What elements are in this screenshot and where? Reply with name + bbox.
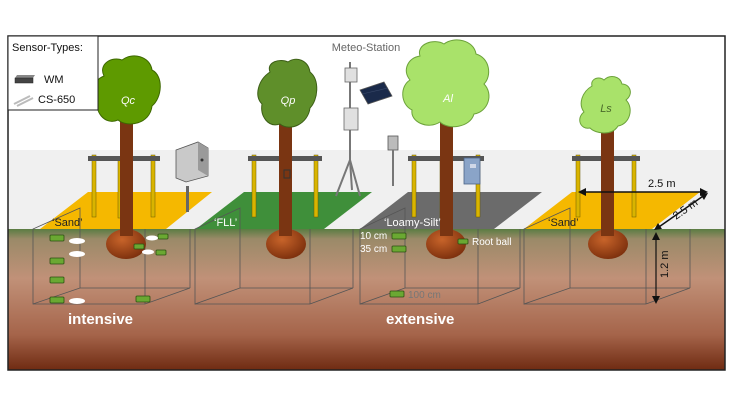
wm-sensor <box>157 233 169 240</box>
sensor-array-intensive <box>49 233 169 304</box>
cs650-sensor <box>69 298 85 304</box>
legend-label-cs650: CS-650 <box>38 94 75 106</box>
sensor-legend: Sensor-Types: WM CS-650 <box>7 35 99 111</box>
root-ball-4 <box>588 229 628 259</box>
root-ball-2 <box>266 229 306 259</box>
treatment-label-extensive: extensive <box>386 311 454 328</box>
dimension-width-label: 2.5 m <box>648 178 676 190</box>
wm-sensor <box>49 257 65 265</box>
wm-sensor-icon <box>14 75 35 84</box>
substrate-label: ‘Loamy-Silt’ <box>384 217 441 229</box>
tree-species-label: Al <box>442 93 453 105</box>
wm-sensor <box>391 245 407 253</box>
crown-ls <box>579 76 631 134</box>
substrate-label: ‘FLL’ <box>214 217 237 229</box>
wm-sensor <box>49 276 65 284</box>
depth-label-100cm: 100 cm <box>408 290 441 301</box>
dimension-arrows <box>578 188 708 304</box>
crown-al <box>402 39 490 128</box>
meteo-station-icon <box>335 62 399 197</box>
wm-sensor <box>133 243 145 250</box>
wm-sensor <box>135 295 151 303</box>
wm-sensor <box>391 232 407 240</box>
wm-sensor <box>457 238 469 245</box>
dimension-depth-label: 1.2 m <box>659 250 671 278</box>
legend-label-wm: WM <box>44 74 64 86</box>
tree-trunk-al <box>440 110 453 236</box>
wm-sensor <box>389 290 405 298</box>
data-logger-box-1 <box>175 141 209 212</box>
cs650-sensor <box>69 251 85 257</box>
crown-qp <box>257 58 318 128</box>
cs650-sensor <box>69 238 85 244</box>
tree-species-label: Ls <box>600 103 612 115</box>
root-ball-label: Root ball <box>472 237 511 248</box>
diagram-frame <box>7 35 726 371</box>
data-logger-box-2 <box>463 157 481 185</box>
wm-sensor <box>49 296 65 304</box>
depth-label-10cm: 10 cm <box>360 231 387 242</box>
cs650-sensor <box>146 235 158 241</box>
tree-species-label: Qp <box>281 95 296 107</box>
tree-trunk-qc <box>120 120 133 236</box>
tree-trunk-qp <box>279 110 292 236</box>
tree-species-label: Qc <box>121 95 136 107</box>
cs650-sensor <box>142 249 154 255</box>
root-ball-1 <box>106 229 146 259</box>
root-ball-3 <box>426 229 466 259</box>
depth-label-35cm: 35 cm <box>360 244 387 255</box>
wm-sensor <box>155 249 167 256</box>
cs650-sensor-icon <box>13 95 34 107</box>
wm-sensor <box>49 234 65 242</box>
tree-trunk-ls <box>601 128 614 236</box>
treatment-label-intensive: intensive <box>68 311 133 328</box>
substrate-label: ‘Sand’ <box>52 217 83 229</box>
trunk-sensor-icon <box>283 169 291 179</box>
substrate-label: ‘Sand’ <box>548 217 579 229</box>
meteo-station-label: Meteo-Station <box>332 42 400 54</box>
legend-title: Sensor-Types: <box>12 42 83 54</box>
plot-boxes <box>32 207 691 305</box>
